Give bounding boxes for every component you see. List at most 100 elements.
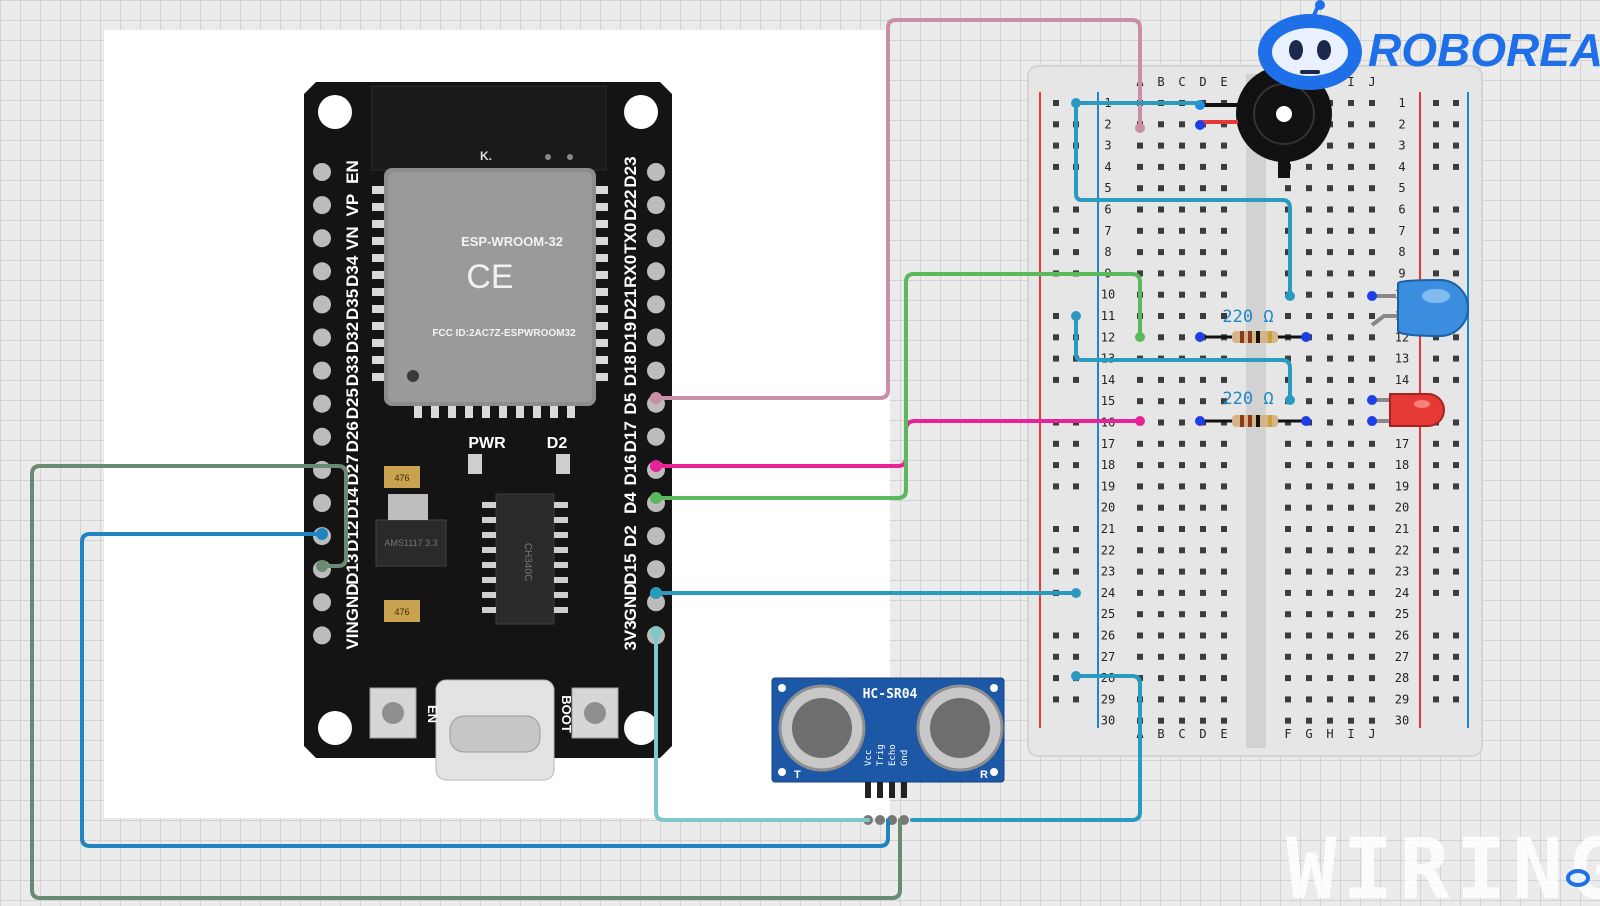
row-number-left: 15 [1101, 394, 1115, 408]
header-pin-left[interactable] [313, 163, 331, 181]
header-pin-left[interactable] [313, 427, 331, 446]
breadboard-hole [1221, 547, 1227, 554]
header-pin-right[interactable] [647, 295, 665, 314]
rail-hole [1453, 249, 1459, 256]
breadboard-hole [1158, 270, 1164, 277]
header-pin-right[interactable] [647, 527, 665, 546]
breadboard-hole [1348, 611, 1354, 618]
module-pad [372, 186, 386, 194]
wire-rail-led [1074, 101, 1292, 298]
row-number-left: 3 [1104, 139, 1111, 153]
header-pin-right[interactable] [647, 262, 665, 281]
breadboard-hole [1327, 440, 1333, 447]
chip-leg [554, 562, 568, 568]
module-pad [533, 406, 541, 418]
breadboard-hole [1369, 100, 1375, 106]
header-pin-right[interactable] [647, 328, 665, 347]
breadboard-hole [1137, 249, 1143, 256]
rail-hole [1453, 632, 1459, 639]
breadboard-hole [1348, 504, 1354, 511]
header-pin-right[interactable] [647, 593, 665, 612]
header-pin-left[interactable] [313, 196, 331, 215]
row-number-right: 3 [1398, 139, 1405, 153]
breadboard-hole [1306, 696, 1312, 703]
breadboard-hole [1200, 291, 1206, 298]
sensor-header-pin[interactable] [901, 782, 907, 798]
header-pin-left[interactable] [313, 262, 331, 281]
rail-hole [1073, 568, 1079, 575]
rail-hole [1433, 249, 1439, 256]
boot-button-cap[interactable] [584, 702, 606, 724]
module-pad [431, 406, 439, 418]
header-pin-left[interactable] [313, 328, 331, 347]
header-pin-left[interactable] [313, 394, 331, 413]
breadboard-hole [1327, 227, 1333, 234]
module-pad [594, 339, 608, 347]
breadboard-hole [1158, 589, 1164, 596]
header-pin-right[interactable] [647, 163, 665, 181]
resistor-2: 220 Ω [1195, 389, 1311, 427]
module-pad [372, 254, 386, 262]
breadboard-hole [1348, 632, 1354, 639]
breadboard-hole [1348, 675, 1354, 682]
breadboard-hole [1179, 568, 1185, 575]
module-pad [465, 406, 473, 418]
wires [30, 18, 1295, 900]
breadboard-hole [1179, 717, 1185, 724]
breadboard-hole [1285, 185, 1291, 192]
pwr-led [468, 454, 482, 474]
breadboard-hole [1306, 249, 1312, 256]
sensor-pin-end[interactable] [875, 815, 885, 825]
breadboard-hole [1306, 589, 1312, 596]
breadboard-hole [1306, 206, 1312, 213]
column-letter-bottom: J [1368, 727, 1375, 741]
pin-label-right: RX0 [621, 255, 640, 288]
header-pin-right[interactable] [647, 196, 665, 215]
rail-hole [1453, 334, 1459, 341]
breadboard-hole [1221, 185, 1227, 192]
breadboard-hole [1348, 185, 1354, 192]
rail-hole [1053, 696, 1059, 703]
sensor-header-pin[interactable] [877, 782, 883, 798]
row-number-left: 12 [1101, 330, 1115, 344]
header-pin-right[interactable] [647, 427, 665, 446]
rail-hole [1073, 632, 1079, 639]
breadboard-hole [1327, 185, 1333, 192]
breadboard-hole [1221, 163, 1227, 170]
en-button-cap[interactable] [382, 702, 404, 724]
header-pin-right[interactable] [647, 229, 665, 248]
sensor-header-pin[interactable] [889, 782, 895, 798]
breadboard-hole [1179, 440, 1185, 447]
header-pin-left[interactable] [313, 626, 331, 645]
row-number-right: 20 [1395, 501, 1409, 515]
breadboard-hole [1221, 653, 1227, 660]
column-letter-top: B [1157, 75, 1164, 89]
header-pin-left[interactable] [313, 229, 331, 248]
en-button-label: EN [425, 705, 440, 723]
row-number-left: 7 [1104, 224, 1111, 238]
breadboard-hole [1221, 462, 1227, 469]
ch340c-label: CH340C [522, 543, 533, 581]
breadboard-hole [1306, 355, 1312, 362]
breadboard-hole [1348, 291, 1354, 298]
header-pin-left[interactable] [313, 361, 331, 380]
breadboard-hole [1137, 504, 1143, 511]
breadboard-hole [1179, 462, 1185, 469]
breadboard-hole [1179, 696, 1185, 703]
sensor-header-pin[interactable] [865, 782, 871, 798]
chip-leg [554, 607, 568, 613]
resistor-2-label: 220 Ω [1222, 389, 1273, 409]
header-pin-left[interactable] [313, 593, 331, 612]
header-pin-left[interactable] [313, 460, 331, 479]
header-pin-left[interactable] [313, 494, 331, 512]
header-pin-right[interactable] [647, 560, 665, 579]
header-pin-left[interactable] [313, 295, 331, 314]
led-blue [1367, 278, 1469, 338]
sensor-t-label: T [794, 769, 801, 781]
header-pin-right[interactable] [647, 361, 665, 380]
row-number-right: 5 [1398, 181, 1405, 195]
rail-hole [1433, 206, 1439, 213]
rail-hole [1433, 100, 1439, 106]
breadboard-hole [1221, 227, 1227, 234]
breadboard-hole [1200, 185, 1206, 192]
